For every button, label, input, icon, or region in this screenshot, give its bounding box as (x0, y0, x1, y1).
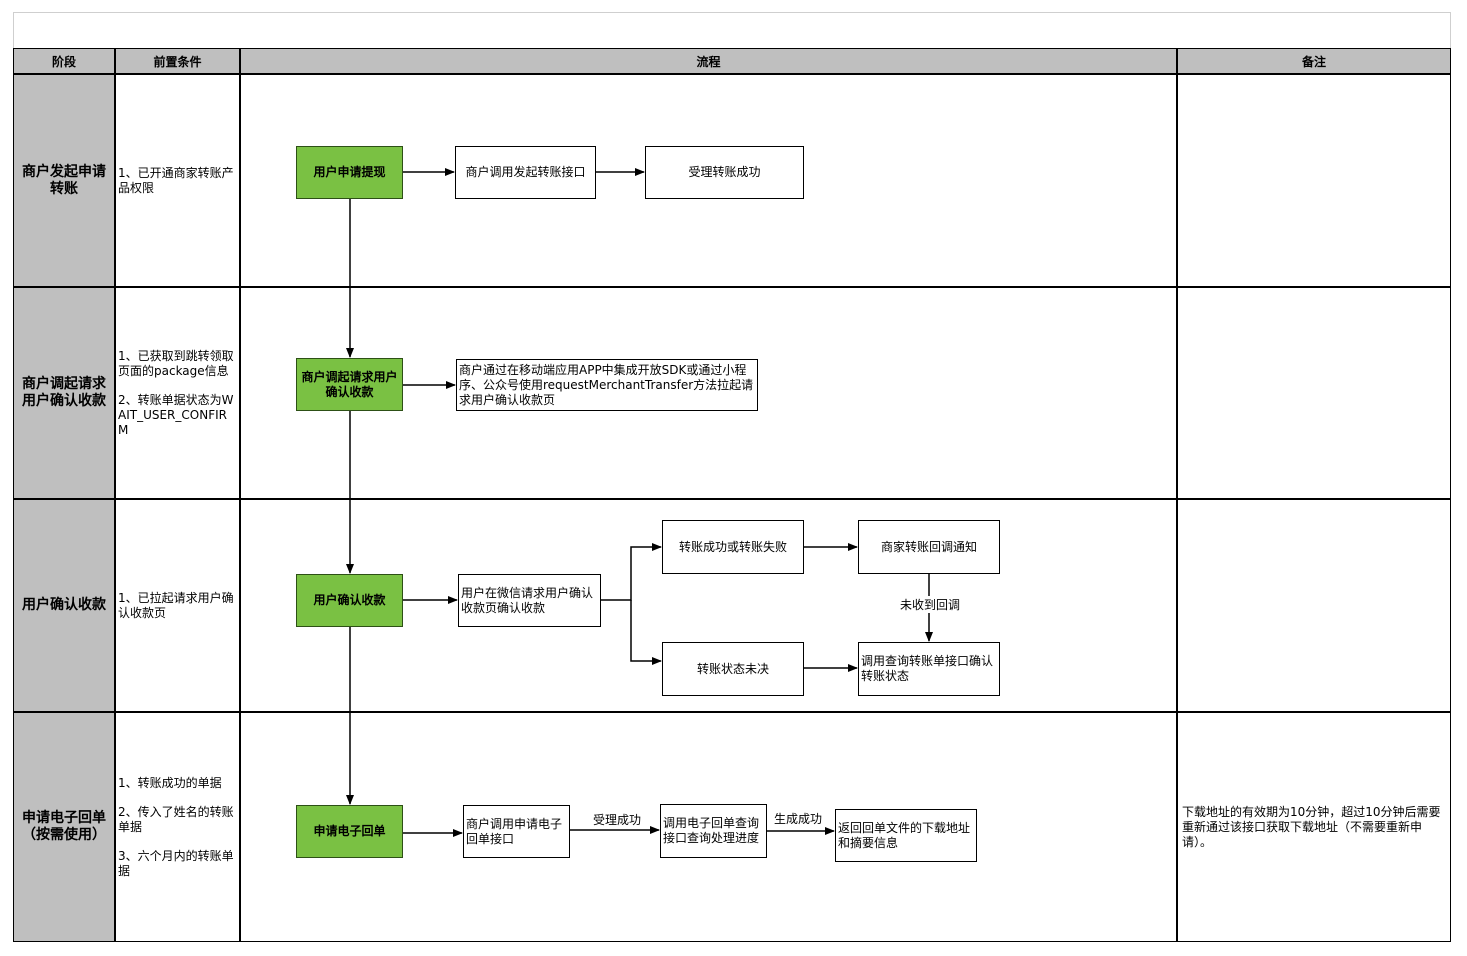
flow-cell (240, 499, 1177, 712)
node-wechat-confirm-page: 用户在微信请求用户确认收款页确认收款 (458, 574, 601, 627)
edge-label-accepted: 受理成功 (593, 811, 642, 828)
precondition-item: 2、传入了姓名的转账单据 (118, 804, 234, 834)
node-user-withdraw: 用户申请提现 (296, 146, 403, 199)
header-flow: 流程 (240, 48, 1177, 74)
node-sdk-request-transfer: 商户通过在移动端应用APP中集成开放SDK或通过小程序、公众号使用request… (456, 359, 758, 411)
precondition-cell: 1、已获取到跳转领取页面的package信息 2、转账单据状态为WAIT_USE… (115, 287, 240, 499)
node-query-transfer-status: 调用查询转账单接口确认转账状态 (858, 642, 1000, 696)
stage-cell: 用户确认收款 (13, 499, 115, 712)
node-request-confirm: 商户调起请求用户确认收款 (296, 358, 403, 411)
stage-cell: 商户调起请求用户确认收款 (13, 287, 115, 499)
precondition-cell: 1、已开通商家转账产品权限 (115, 74, 240, 287)
remark-cell (1177, 499, 1451, 712)
node-apply-receipt: 申请电子回单 (296, 805, 403, 858)
flow-cell (240, 74, 1177, 287)
node-transfer-result: 转账成功或转账失败 (662, 520, 804, 574)
precondition-item: 2、转账单据状态为WAIT_USER_CONFIRM (118, 392, 234, 437)
node-transfer-accepted: 受理转账成功 (645, 146, 804, 199)
node-call-receipt-api: 商户调用申请电子回单接口 (463, 805, 570, 858)
header-stage: 阶段 (13, 48, 115, 74)
stage-cell: 申请电子回单（按需使用） (13, 712, 115, 942)
stage-cell: 商户发起申请转账 (13, 74, 115, 287)
precondition-item: 3、六个月内的转账单据 (118, 848, 234, 878)
node-merchant-callback: 商家转账回调通知 (858, 520, 1000, 574)
node-call-transfer-api: 商户调用发起转账接口 (455, 146, 596, 199)
precondition-cell: 1、转账成功的单据 2、传入了姓名的转账单据 3、六个月内的转账单据 (115, 712, 240, 942)
precondition-item: 1、已拉起请求用户确认收款页 (118, 590, 234, 620)
edge-label-generated: 生成成功 (774, 810, 823, 827)
remark-cell (1177, 74, 1451, 287)
title-bar (13, 12, 1451, 48)
flow-cell (240, 287, 1177, 499)
edge-label-no-callback: 未收到回调 (900, 596, 961, 613)
header-remark: 备注 (1177, 48, 1451, 74)
precondition-cell: 1、已拉起请求用户确认收款页 (115, 499, 240, 712)
precondition-item: 1、已开通商家转账产品权限 (118, 165, 234, 195)
flow-cell (240, 712, 1177, 942)
precondition-item: 1、已获取到跳转领取页面的package信息 (118, 348, 234, 378)
node-query-receipt-progress: 调用电子回单查询接口查询处理进度 (660, 804, 767, 858)
header-precondition: 前置条件 (115, 48, 240, 74)
node-user-confirm: 用户确认收款 (296, 574, 403, 627)
node-return-download-url: 返回回单文件的下载地址和摘要信息 (835, 809, 977, 862)
remark-cell (1177, 287, 1451, 499)
node-transfer-pending: 转账状态未决 (662, 642, 804, 696)
remark-cell: 下载地址的有效期为10分钟，超过10分钟后需要重新通过该接口获取下载地址（不需要… (1177, 712, 1451, 942)
precondition-item: 1、转账成功的单据 (118, 775, 222, 790)
arrow-n7-n8 (600, 543, 662, 601)
arrow-n7-n10 (630, 600, 662, 665)
